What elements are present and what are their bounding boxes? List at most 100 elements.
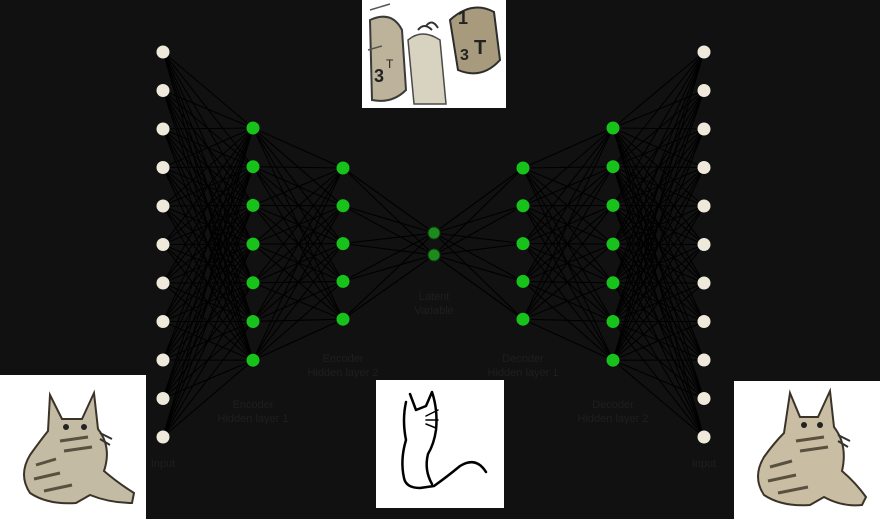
edge-decoder_hidden_1-to-decoder_hidden_2: [522, 166, 614, 320]
edge-latent-to-decoder_hidden_1: [433, 205, 524, 234]
node-latent-1: [427, 226, 441, 240]
edge-decoder_hidden_1-to-decoder_hidden_2: [522, 205, 614, 320]
node-input-right-1: [697, 45, 711, 59]
edge-decoder_hidden_1-to-decoder_hidden_2: [522, 127, 614, 282]
node-input-left-1: [156, 45, 170, 59]
node-input-left-8: [156, 315, 170, 328]
top-sketch-image: 3 T 1 T 3: [362, 0, 506, 108]
node-encoder-hidden-1-3: [246, 198, 260, 212]
edge-input_left-to-encoder_hidden_1: [162, 127, 254, 361]
node-input-right-2: [697, 84, 711, 97]
label-decoder-hidden-1: Decoder Hidden layer 1: [487, 353, 559, 379]
edge-input_left-to-encoder_hidden_1: [162, 243, 254, 438]
svg-text:3: 3: [374, 66, 384, 86]
edge-decoder_hidden_2-to-input_right: [612, 282, 705, 361]
node-encoder-hidden-1-5: [246, 276, 260, 290]
node-encoder-hidden-2-4: [336, 274, 350, 288]
edge-input_left-to-encoder_hidden_1: [162, 359, 254, 438]
cat-photo-icon: [734, 381, 880, 519]
node-input-left-4: [156, 161, 170, 174]
edge-encoder_hidden_2-to-latent: [342, 243, 435, 256]
edge-encoder_hidden_1-to-encoder_hidden_2: [252, 318, 344, 361]
edge-encoder_hidden_1-to-encoder_hidden_2: [252, 167, 344, 206]
node-encoder-hidden-1-2: [246, 160, 260, 174]
edge-input_left-to-encoder_hidden_1: [162, 127, 254, 438]
node-decoder-hidden-2-2: [606, 160, 620, 174]
network-nodes: [156, 45, 711, 444]
edge-encoder_hidden_2-to-latent: [342, 205, 435, 234]
edge-encoder_hidden_2-to-latent: [342, 232, 435, 320]
edge-encoder_hidden_1-to-encoder_hidden_2: [252, 205, 344, 361]
latent-sketch-image: [376, 380, 504, 508]
node-encoder-hidden-2-5: [336, 312, 350, 326]
cat-line-sketch-icon: [376, 380, 504, 508]
svg-text:1: 1: [458, 8, 468, 28]
node-decoder-hidden-2-6: [606, 315, 620, 328]
node-decoder-hidden-2-1: [606, 121, 620, 135]
edge-encoder_hidden_1-to-encoder_hidden_2: [252, 167, 344, 245]
edge-decoder_hidden_2-to-input_right: [612, 128, 705, 361]
node-input-right-8: [697, 315, 711, 328]
edge-input_left-to-encoder_hidden_1: [162, 205, 254, 438]
edge-input_left-to-encoder_hidden_1: [162, 127, 254, 284]
node-encoder-hidden-1-7: [246, 353, 260, 367]
node-encoder-hidden-1-4: [246, 237, 260, 251]
edge-input_left-to-encoder_hidden_1: [162, 282, 254, 438]
node-decoder-hidden-1-3: [516, 237, 530, 251]
node-decoder-hidden-2-3: [606, 198, 620, 212]
edge-decoder_hidden_2-to-input_right: [612, 90, 705, 361]
hand-and-numbers-sketch-icon: 3 T 1 T 3: [362, 0, 506, 108]
node-input-left-5: [156, 199, 170, 213]
node-input-right-9: [697, 353, 711, 367]
edge-decoder_hidden_2-to-input_right: [612, 51, 705, 168]
edge-input_left-to-encoder_hidden_1: [162, 127, 254, 399]
edge-latent-to-decoder_hidden_1: [433, 167, 524, 256]
svg-text:3: 3: [460, 47, 469, 64]
edge-encoder_hidden_2-to-latent: [342, 232, 435, 245]
edge-input_left-to-encoder_hidden_1: [162, 127, 254, 245]
node-decoder-hidden-1-2: [516, 199, 530, 213]
edge-decoder_hidden_1-to-decoder_hidden_2: [522, 127, 614, 169]
edge-input_left-to-encoder_hidden_1: [162, 166, 254, 438]
node-decoder-hidden-1-1: [516, 161, 530, 175]
edge-encoder_hidden_1-to-encoder_hidden_2: [252, 167, 344, 322]
edge-decoder_hidden_2-to-input_right: [612, 51, 705, 284]
node-input-right-4: [697, 161, 711, 174]
node-decoder-hidden-1-5: [516, 312, 530, 326]
edge-decoder_hidden_1-to-decoder_hidden_2: [522, 127, 614, 207]
edge-encoder_hidden_1-to-encoder_hidden_2: [252, 127, 344, 169]
edge-decoder_hidden_2-to-input_right: [612, 51, 705, 129]
node-input-right-7: [697, 276, 711, 290]
edge-input_left-to-encoder_hidden_1: [162, 51, 254, 129]
output-cat-image: [734, 381, 880, 519]
edge-encoder_hidden_2-to-latent: [342, 254, 435, 282]
edge-input_left-to-encoder_hidden_1: [162, 127, 254, 322]
edge-decoder_hidden_2-to-input_right: [612, 359, 705, 400]
edge-encoder_hidden_2-to-latent: [342, 254, 435, 320]
edge-input_left-to-encoder_hidden_1: [162, 127, 254, 169]
edge-encoder_hidden_2-to-latent: [342, 232, 435, 282]
edge-encoder_hidden_2-to-latent: [342, 205, 435, 256]
node-input-right-6: [697, 238, 711, 251]
label-encoder-hidden-2: Encoder Hidden layer 2: [307, 353, 379, 379]
node-input-right-10: [697, 392, 711, 405]
edge-decoder_hidden_2-to-input_right: [612, 167, 705, 361]
edge-latent-to-decoder_hidden_1: [433, 167, 524, 234]
node-encoder-hidden-1-1: [246, 121, 260, 135]
node-decoder-hidden-2-5: [606, 276, 620, 290]
edge-input_left-to-encoder_hidden_1: [162, 127, 254, 130]
node-input-left-11: [156, 430, 170, 444]
edge-decoder_hidden_2-to-input_right: [612, 51, 705, 322]
label-input-left: Input: [150, 458, 176, 470]
svg-text:T: T: [474, 37, 486, 59]
node-input-left-3: [156, 122, 170, 136]
edge-input_left-to-encoder_hidden_1: [162, 89, 254, 129]
edge-encoder_hidden_1-to-encoder_hidden_2: [252, 280, 344, 361]
label-input-right: Input: [691, 458, 717, 470]
node-input-left-2: [156, 84, 170, 97]
edge-decoder_hidden_1-to-decoder_hidden_2: [522, 318, 614, 323]
node-latent-2: [427, 248, 441, 262]
edge-decoder_hidden_2-to-input_right: [612, 320, 705, 361]
node-input-right-3: [697, 122, 711, 136]
edge-decoder_hidden_2-to-input_right: [612, 205, 705, 361]
